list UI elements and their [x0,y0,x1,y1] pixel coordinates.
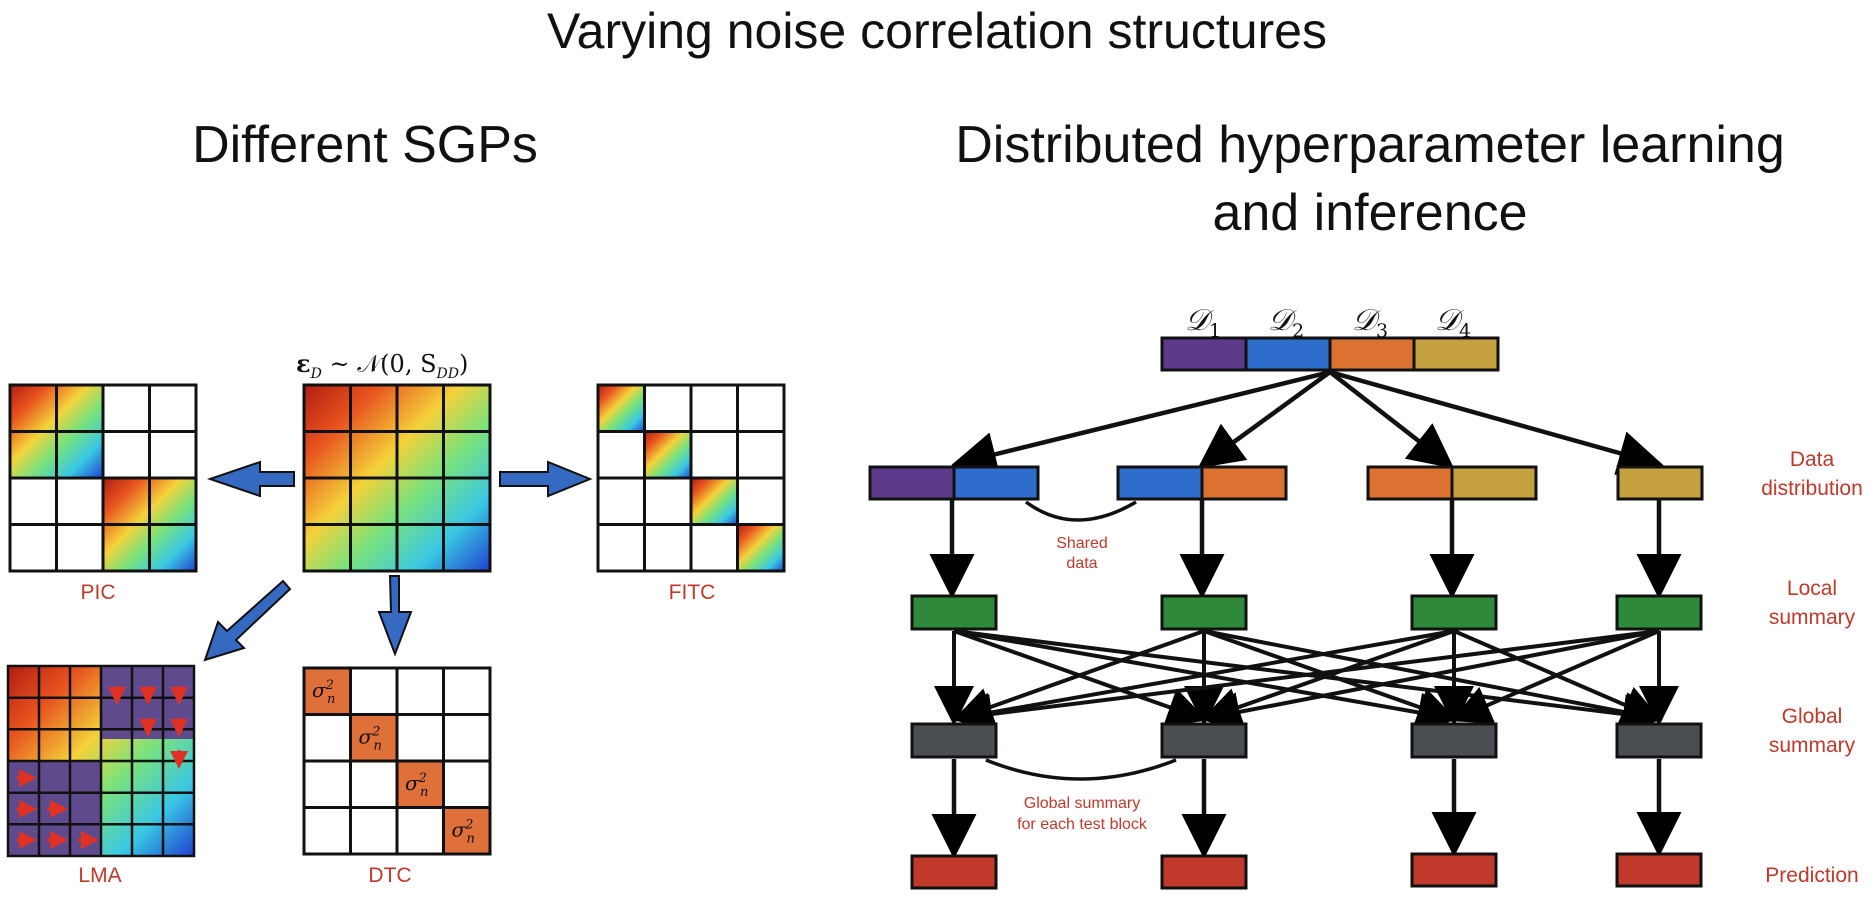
dtc-label: DTC [368,864,411,887]
local-summary-3 [1410,594,1498,631]
partition-block-3 [1366,465,1538,501]
partition-block-1 [868,465,1040,501]
prediction-3 [1410,852,1498,888]
pic-matrix [8,383,198,573]
arrow-to-fitc [499,460,593,498]
lma-label: LMA [78,864,121,887]
prediction-1 [910,854,998,890]
dataset-label-2: 𝒟2 [1268,303,1304,342]
dataset-label-3: 𝒟3 [1352,303,1388,342]
local-summary-4 [1615,594,1703,631]
partition-block-2 [1116,465,1288,501]
dataset-label-1: 𝒟1 [1185,303,1221,342]
arrow-to-dtc [377,575,413,657]
right-panel-title-line2: and inference [1212,184,1528,242]
full-dataset-bar [1160,336,1500,372]
local-summary-1 [910,594,998,631]
fitc-label: FITC [669,581,716,604]
local-summary-2 [1160,594,1248,631]
row-label-prediction: Prediction [1765,864,1858,887]
pic-label: PIC [80,581,115,604]
noise-formula: εD ~ 𝒩(0, SDD) [296,349,468,382]
prediction-4 [1615,852,1703,888]
fitc-matrix [596,383,786,573]
global-summary-1 [910,722,998,759]
dataset-label-4: 𝒟4 [1435,303,1471,342]
global-summary-3 [1410,722,1498,759]
partition-block-4 [1616,465,1704,501]
main-title: Varying noise correlation structures [547,3,1327,59]
prediction-2 [1160,854,1248,890]
arrow-to-pic [206,460,295,498]
global-summary-2 [1160,722,1248,759]
arrow-to-lma [203,579,292,662]
global-summary-4 [1615,722,1703,759]
full-covariance-matrix [302,383,492,573]
global-summary-curve [985,758,1177,781]
left-panel-title: Different SGPs [192,116,538,174]
shared-data-curve [1024,500,1137,522]
right-panel-title-line1: Distributed hyperparameter learning [955,116,1785,174]
lma-matrix [6,664,196,858]
